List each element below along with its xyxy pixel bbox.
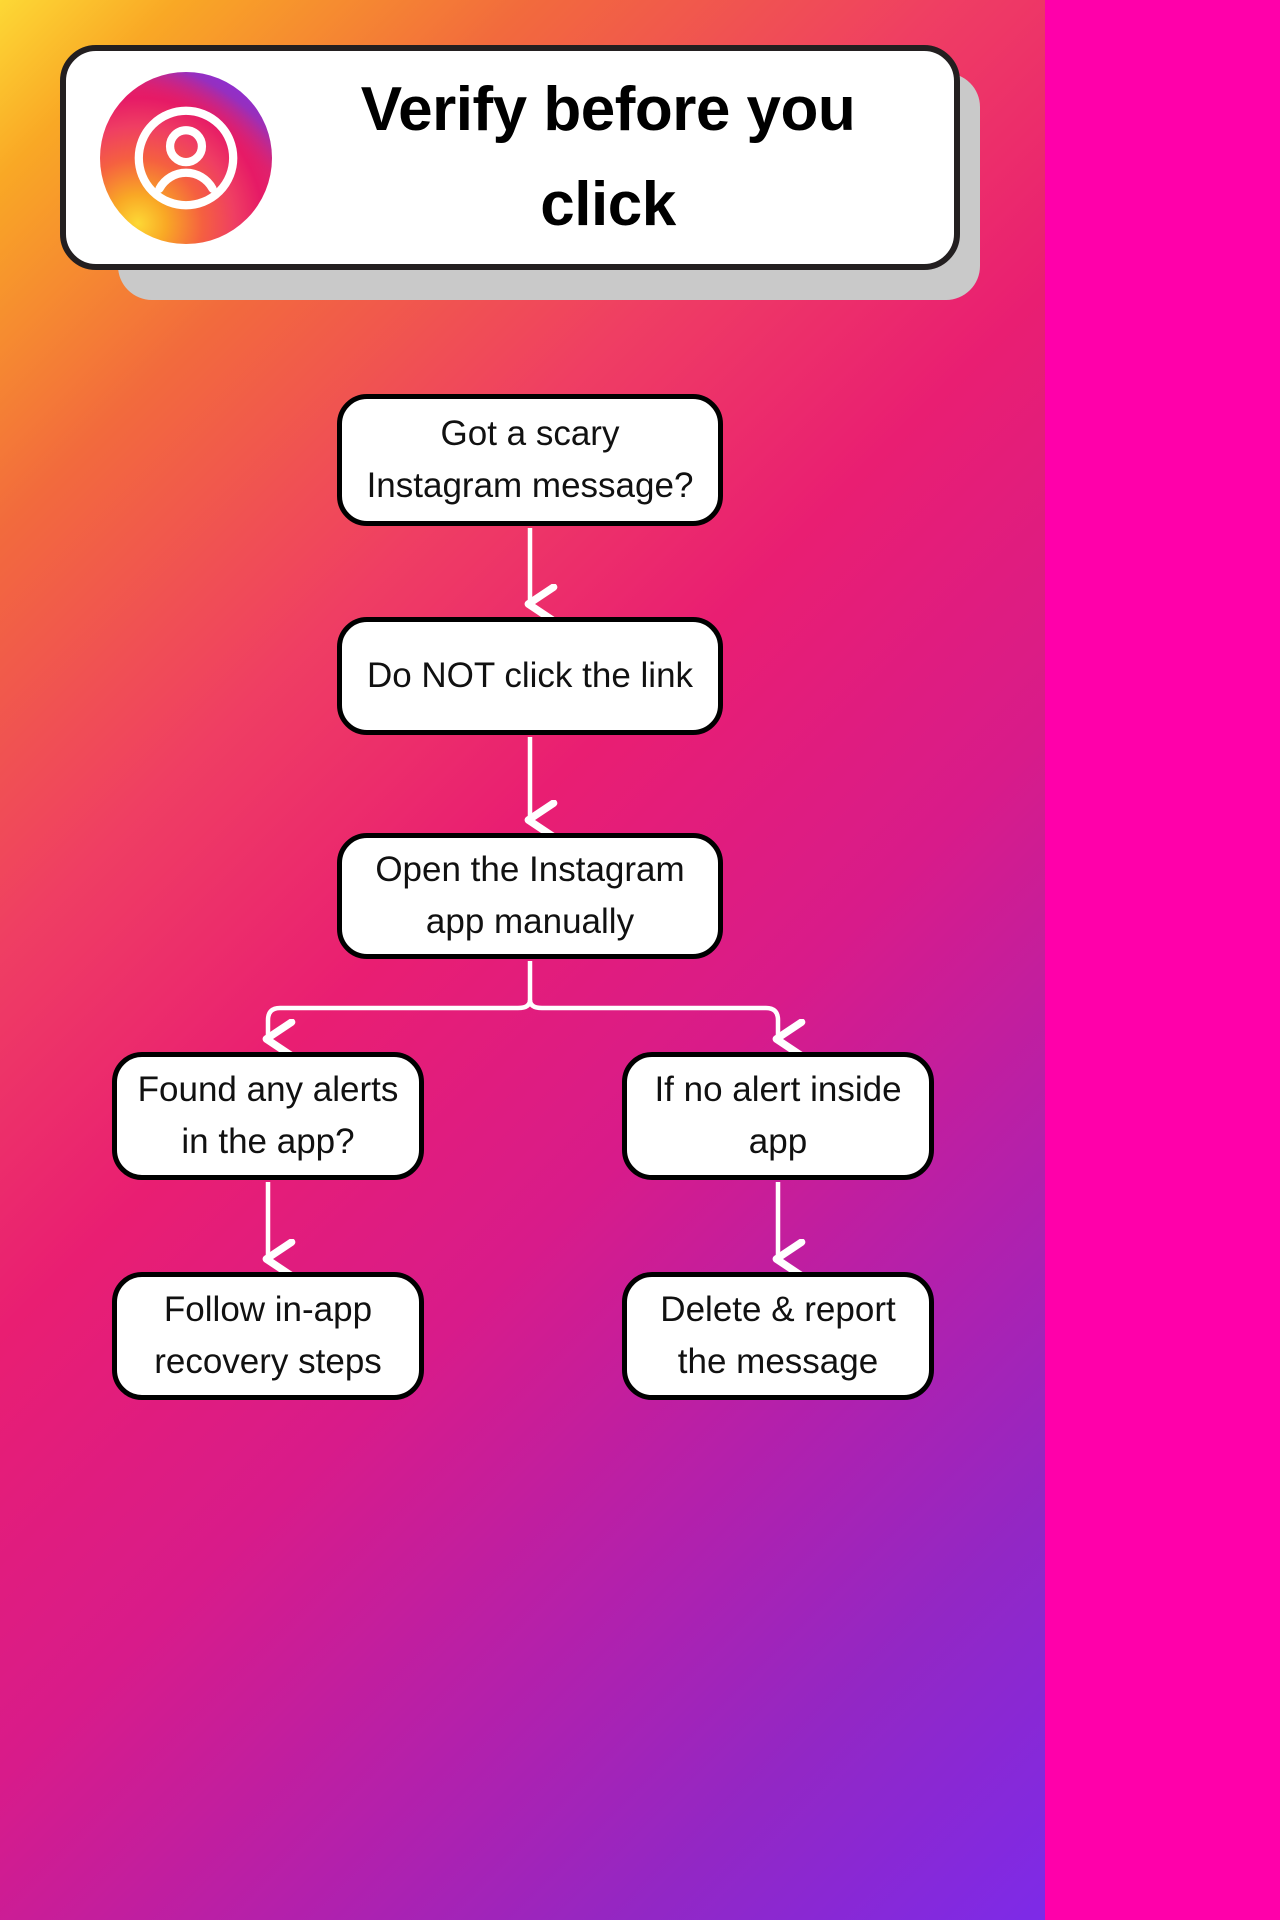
flow-node-label: Do NOT click the link (366, 655, 694, 695)
page-title: Verify before you click (360, 75, 856, 239)
poster-canvas: Verify before you click (0, 0, 1045, 1920)
flow-node-alerts-found[interactable]: Found any alerts in the app? (112, 1052, 424, 1180)
instagram-account-icon (100, 71, 272, 244)
edge-open-app-to-alerts-found (268, 999, 533, 1039)
flow-node-delete-report[interactable]: Delete & report the message (622, 1272, 934, 1400)
flow-node-no-click[interactable]: Do NOT click the link (337, 617, 723, 735)
flow-node-label: Open the Instagram app manually (375, 849, 685, 942)
flow-node-label: If no alert inside app (654, 1069, 902, 1162)
flow-node-label: Delete & report the message (660, 1289, 896, 1382)
header-card: Verify before you click (60, 45, 960, 270)
flow-node-label: Found any alerts in the app? (137, 1069, 399, 1162)
flow-node-label: Got a scary Instagram message? (366, 413, 694, 506)
flow-node-no-alert[interactable]: If no alert inside app (622, 1052, 934, 1180)
flow-node-start[interactable]: Got a scary Instagram message? (337, 394, 723, 526)
flow-node-label: Follow in-app recovery steps (154, 1289, 382, 1382)
header-banner: Verify before you click (60, 45, 980, 300)
edge-open-app-to-no-alert (527, 999, 778, 1039)
flow-node-recovery[interactable]: Follow in-app recovery steps (112, 1272, 424, 1400)
flowchart: Got a scary Instagram message? Do NOT cl… (0, 394, 1045, 1920)
flow-node-open-app[interactable]: Open the Instagram app manually (337, 833, 723, 959)
flowchart-connectors (0, 528, 1045, 1920)
